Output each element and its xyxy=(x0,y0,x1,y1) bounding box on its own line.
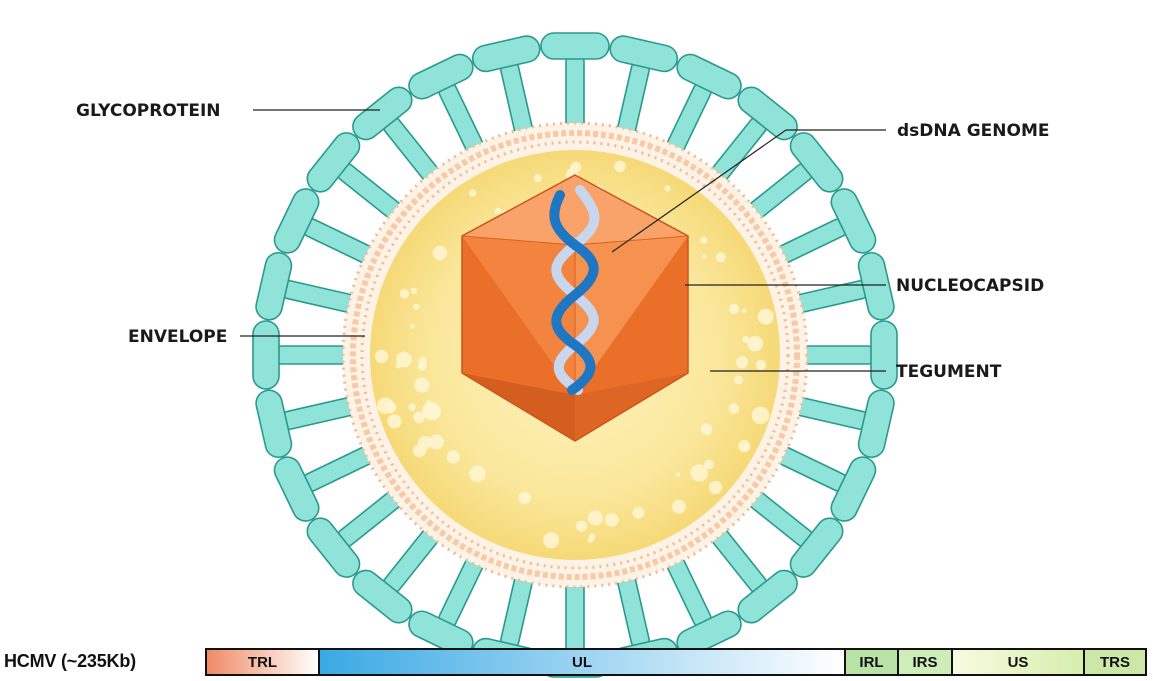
tegument-particle xyxy=(704,460,714,470)
tegument-particle xyxy=(665,186,671,192)
label-envelope: ENVELOPE xyxy=(128,327,227,347)
genome-title: HCMV (~235Kb) xyxy=(4,651,136,672)
tegument-particle xyxy=(588,537,594,543)
tegument-particle xyxy=(396,352,412,368)
tegument-particle xyxy=(716,252,726,262)
tegument-particle xyxy=(753,341,759,347)
tegument-particle xyxy=(736,356,748,368)
tegument-particle xyxy=(433,246,448,261)
tegument-particle xyxy=(413,412,425,424)
tegument-particle xyxy=(518,492,530,504)
tegument-particle xyxy=(400,289,409,298)
tegument-particle xyxy=(702,254,706,258)
tegument-particle xyxy=(756,360,766,370)
tegument-particle xyxy=(729,403,740,414)
tegument-particle xyxy=(411,288,417,294)
tegument-particle xyxy=(614,161,626,173)
tegument-particle xyxy=(543,532,559,548)
tegument-particle xyxy=(742,445,749,452)
tegument-particle xyxy=(752,407,770,425)
genome-segment-ul: UL xyxy=(318,650,844,674)
tegument-particle xyxy=(700,237,707,244)
tegument-particle xyxy=(570,162,581,173)
tegument-particle xyxy=(758,309,774,325)
tegument-particle xyxy=(408,403,416,411)
tegument-particle xyxy=(418,362,427,371)
tegument-particle xyxy=(605,513,619,527)
tegument-particle xyxy=(375,350,388,363)
genome-segment-trl: TRL xyxy=(207,650,318,674)
tegument-particle xyxy=(742,309,746,313)
tegument-particle xyxy=(469,466,485,482)
tegument-particle xyxy=(734,376,743,385)
genome-segment-us: US xyxy=(951,650,1083,674)
genome-segment-irl: IRL xyxy=(844,650,897,674)
tegument-particle xyxy=(447,450,460,463)
tegument-particle xyxy=(676,473,680,477)
label-tegument: TEGUMENT xyxy=(896,362,1002,382)
tegument-particle xyxy=(414,378,429,393)
genome-map: TRL UL IRL IRS US TRS xyxy=(205,648,1147,676)
tegument-particle xyxy=(418,436,432,450)
tegument-particle xyxy=(633,507,645,519)
genome-segment-trs: TRS xyxy=(1083,650,1145,674)
tegument-particle xyxy=(709,481,722,494)
tegument-particle xyxy=(413,304,419,310)
label-nucleocapsid: NUCLEOCAPSID xyxy=(896,276,1044,296)
genome-segment-irs: IRS xyxy=(897,650,951,674)
label-dsdna-genome: dsDNA GENOME xyxy=(897,121,1049,141)
tegument-particle xyxy=(387,414,401,428)
tegument-particle xyxy=(705,428,712,435)
tegument-particle xyxy=(672,500,686,514)
label-glycoprotein: GLYCOPROTEIN xyxy=(76,101,221,121)
tegument-particle xyxy=(729,304,739,314)
tegument-particle xyxy=(588,511,603,526)
tegument-particle xyxy=(495,208,501,214)
tegument-particle xyxy=(377,398,393,414)
tegument-particle xyxy=(410,324,414,328)
tegument-particle xyxy=(534,174,542,182)
tegument-particle xyxy=(423,403,441,421)
tegument-particle xyxy=(576,521,587,532)
tegument-particle xyxy=(469,189,476,196)
